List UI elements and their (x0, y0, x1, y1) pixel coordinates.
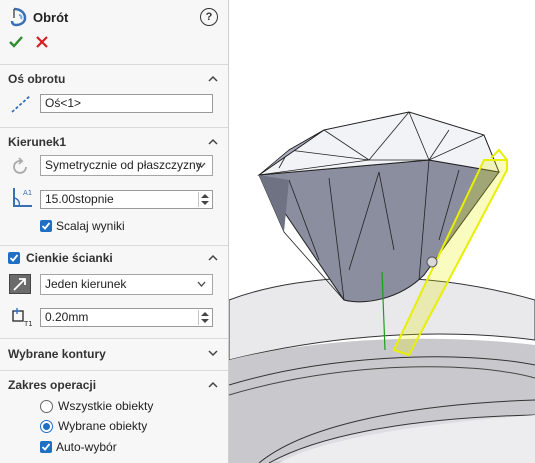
chevron-up-icon[interactable] (208, 253, 218, 263)
auto-select-checkbox[interactable] (40, 441, 52, 453)
auto-select-label: Auto-wybór (56, 440, 117, 454)
merge-result-label: Scalaj wyniki (56, 219, 125, 233)
direction1-section-title[interactable]: Kierunek1 (8, 135, 67, 149)
thickness-value: 0.20mm (45, 310, 89, 324)
selected-profile-highlight[interactable] (392, 148, 508, 357)
angle-spinner[interactable] (198, 192, 211, 207)
model-view[interactable] (229, 0, 535, 463)
thin-type-select[interactable]: Jeden kierunek (40, 274, 213, 295)
selected-bodies-radio[interactable] (40, 420, 53, 433)
property-manager-panel: Obrót ? Oś obrotu Oś<1> Kierunek1 Symetr… (0, 0, 229, 463)
ring-band (229, 277, 535, 463)
chevron-up-icon[interactable] (208, 137, 218, 147)
thickness-input[interactable]: 0.20mm (40, 308, 213, 327)
axis-section-title[interactable]: Oś obrotu (8, 72, 66, 86)
chevron-down-icon (197, 281, 206, 287)
diamond-gem (257, 111, 500, 303)
chevron-down-icon (197, 162, 206, 168)
ok-button[interactable] (8, 34, 24, 50)
graphics-viewport[interactable] (229, 0, 535, 463)
thickness-icon: T1 (12, 308, 33, 328)
thin-feature-section-title[interactable]: Cienkie ścianki (26, 251, 113, 265)
angle-icon: A1 (13, 188, 32, 207)
section-divider (0, 245, 228, 246)
cancel-button[interactable] (35, 35, 49, 49)
chevron-up-icon[interactable] (208, 380, 218, 390)
reverse-direction-icon[interactable] (11, 157, 31, 177)
angle-value: 15.00stopnie (45, 192, 114, 206)
revolve-axis-line (381, 271, 386, 351)
arrow-diagonal-icon (13, 278, 26, 291)
reverse-thickness-button[interactable] (9, 274, 31, 294)
all-bodies-radio[interactable] (40, 400, 53, 413)
selected-bodies-label: Wybrane obiekty (58, 419, 148, 433)
all-bodies-label: Wszystkie obiekty (58, 399, 154, 413)
feature-scope-section-title[interactable]: Zakres operacji (8, 378, 97, 392)
section-divider (0, 127, 228, 128)
merge-result-checkbox[interactable] (40, 220, 52, 232)
direction-type-value: Symetrycznie od płaszczyzny (45, 158, 202, 172)
svg-text:A1: A1 (23, 189, 32, 197)
thin-feature-checkbox[interactable] (8, 252, 20, 264)
selected-contours-section-title[interactable]: Wybrane kontury (8, 347, 106, 361)
section-divider (0, 338, 228, 339)
thin-type-value: Jeden kierunek (45, 277, 127, 291)
thickness-spinner[interactable] (198, 310, 211, 325)
feature-title: Obrót (33, 10, 69, 25)
direction-type-select[interactable]: Symetrycznie od płaszczyzny (40, 155, 213, 176)
panel-header: Obrót ? (0, 0, 228, 60)
chevron-down-icon[interactable] (208, 348, 218, 358)
axis-field[interactable]: Oś<1> (40, 94, 213, 113)
section-divider (0, 64, 228, 65)
angle-input[interactable]: 15.00stopnie (40, 190, 213, 209)
axis-icon (11, 95, 31, 113)
revolve-feature-icon (10, 7, 27, 27)
svg-text:T1: T1 (23, 320, 33, 328)
help-button[interactable]: ? (200, 8, 218, 26)
section-divider (0, 370, 228, 371)
rotation-handle[interactable] (426, 256, 438, 268)
chevron-up-icon[interactable] (208, 74, 218, 84)
